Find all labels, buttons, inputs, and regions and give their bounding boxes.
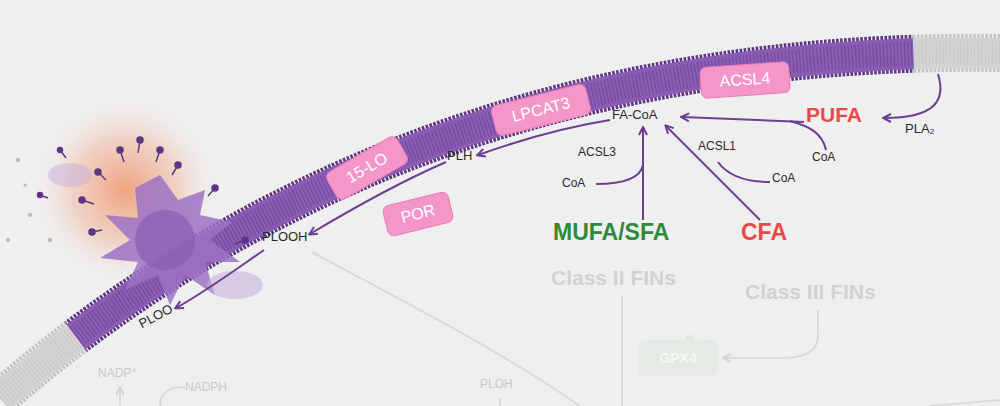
membrane-rupture <box>6 95 263 305</box>
membrane-heads <box>0 53 1000 398</box>
debris-dots <box>6 158 52 242</box>
pathway-label: MUFA/SFA <box>553 220 669 245</box>
acsl1-arrow <box>666 126 760 220</box>
ploo-arrow <box>176 250 264 308</box>
pathway-arrows <box>176 74 940 308</box>
membrane-tails <box>0 53 1000 398</box>
enzyme-box: POR <box>381 190 455 238</box>
faded-line <box>312 252 580 406</box>
pla2-arrow <box>884 74 940 118</box>
faded-line <box>499 398 501 406</box>
coa-curve <box>718 162 770 182</box>
pathway-label: ACSL1 <box>698 140 736 153</box>
pathway-label: PLH <box>447 149 472 163</box>
acsl3-arrow <box>642 128 644 220</box>
faded-line <box>930 400 1000 406</box>
burst-cloud <box>207 271 263 299</box>
burst-cloud <box>48 163 92 187</box>
membrane-tails <box>0 53 1000 398</box>
lipid-fragments <box>38 137 249 244</box>
faded-pathways <box>120 252 1000 406</box>
pathway-label: Class III FINs <box>745 280 876 303</box>
purple-membrane <box>0 53 1000 398</box>
pathway-label: CFA <box>741 220 787 245</box>
enzyme-box: 15-LO <box>323 134 410 203</box>
pathway-label: CoA <box>562 177 585 190</box>
pathway-label: PLOH <box>480 378 513 391</box>
pathway-label: PLOOH <box>262 230 308 244</box>
pathway-label: Class II FINs <box>551 266 676 289</box>
pathway-label: CoA <box>772 172 795 185</box>
pathway-label: PLA₂ <box>905 122 935 136</box>
faded-enzyme-box: GPX4 <box>638 340 718 376</box>
burst-core <box>135 210 195 270</box>
pathway-label: FA-CoA <box>612 108 658 122</box>
membrane-core <box>0 53 1000 398</box>
coa-curve <box>596 165 643 184</box>
enzyme-name: POR <box>399 201 437 227</box>
faded-arrow <box>724 310 818 358</box>
pathway-label: ACSL3 <box>578 146 616 159</box>
faded-line <box>160 387 185 406</box>
pathway-label: NADP⁺ <box>98 367 138 380</box>
grey-membrane <box>0 53 1000 398</box>
membrane-heads <box>0 53 1000 398</box>
enzyme-box: LPCAT3 <box>490 83 593 138</box>
membrane-core <box>0 53 1000 398</box>
enzyme-name: GPX4 <box>659 350 696 366</box>
enzyme-name: ACSL4 <box>719 69 771 90</box>
acsl4-arrow <box>682 117 804 122</box>
pathway-label: NADPH <box>185 381 227 394</box>
faded-line <box>621 296 623 406</box>
enzyme-box: ACSL4 <box>699 61 791 99</box>
faded-arrow <box>119 388 121 406</box>
pathway-label: CoA <box>812 151 835 164</box>
pathway-label: PUFA <box>806 103 862 126</box>
